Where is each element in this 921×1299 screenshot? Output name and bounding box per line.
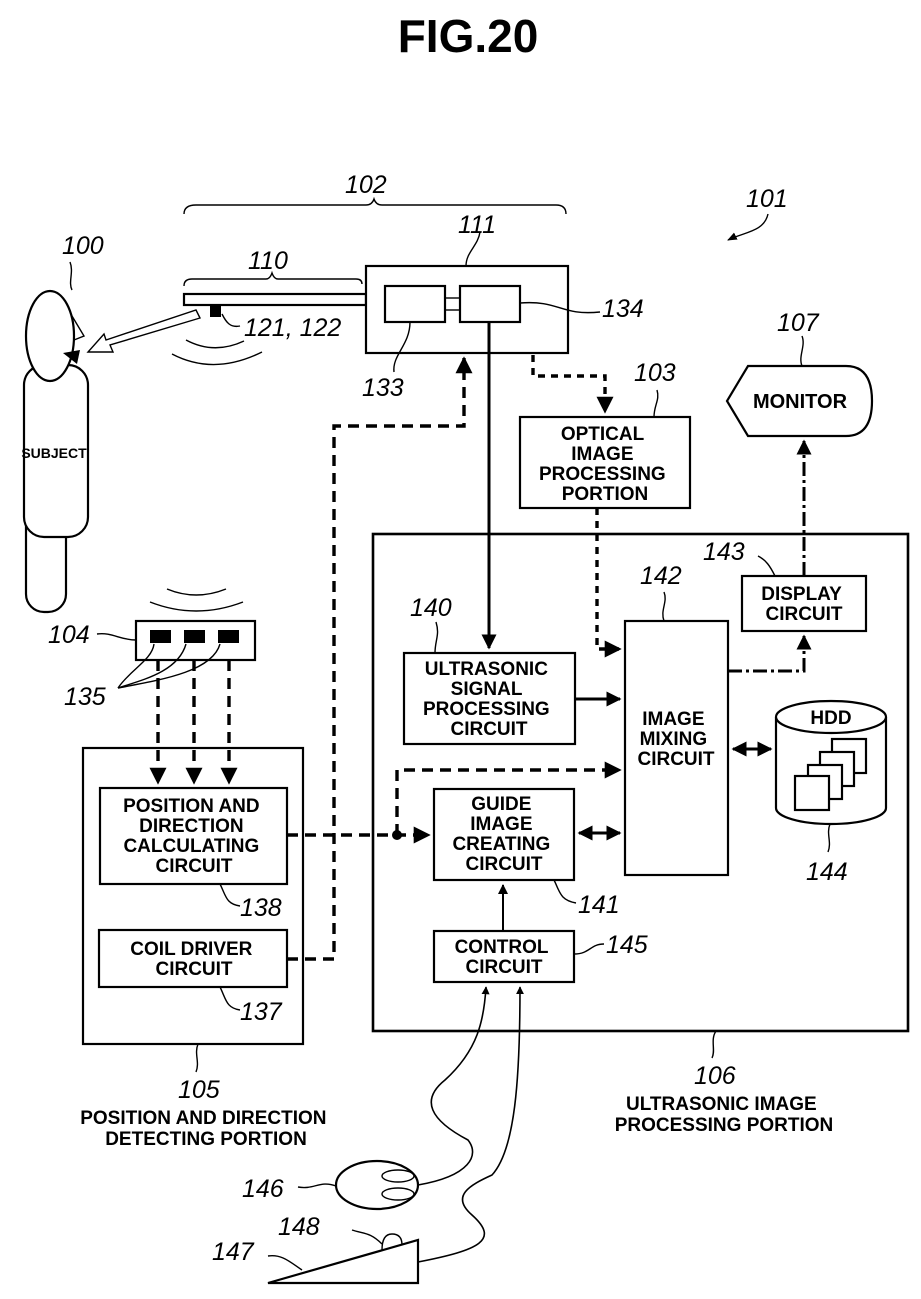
portion-106-label: ULTRASONIC IMAGE PROCESSING PORTION <box>615 1094 834 1136</box>
hdd-image-1 <box>795 776 829 810</box>
endoscope-assembly: 102 110 121, 122 111 134 133 <box>88 171 644 402</box>
leader-105 <box>196 1044 198 1072</box>
display-label: DISPLAY CIRCUIT <box>761 584 847 625</box>
box-134 <box>460 286 520 322</box>
leader-121 <box>222 314 240 326</box>
leader-148 <box>352 1230 382 1244</box>
ref-144: 144 <box>806 858 848 886</box>
ref-133: 133 <box>362 374 404 402</box>
ref-104: 104 <box>48 621 90 649</box>
leader-103 <box>654 390 658 417</box>
portion-105-label: POSITION AND DIRECTION DETECTING PORTION <box>80 1108 332 1150</box>
ref-138: 138 <box>240 894 282 922</box>
ref-110: 110 <box>248 247 288 275</box>
ref-145: 145 <box>606 931 648 959</box>
transducer-element <box>210 306 221 317</box>
ref-140: 140 <box>410 594 452 622</box>
magnetic-wave-1 <box>167 589 226 595</box>
ref-121-122: 121, 122 <box>244 314 341 342</box>
ultrasound-wave-2 <box>172 352 262 365</box>
leader-106 <box>712 1031 716 1058</box>
magnetic-wave-2 <box>150 602 243 611</box>
ref-102: 102 <box>345 171 387 199</box>
optical-image-processing-portion: OPTICAL IMAGE PROCESSING PORTION 103 <box>520 359 690 508</box>
ref-141: 141 <box>578 891 620 919</box>
ref-103: 103 <box>634 359 676 387</box>
coil-1 <box>150 630 171 643</box>
hdd-label: HDD <box>810 708 851 729</box>
control-label: CONTROL CIRCUIT <box>455 937 554 978</box>
ref-142: 142 <box>640 562 682 590</box>
ref-101: 101 <box>746 185 788 213</box>
image-mixing-label: IMAGE MIXING CIRCUIT <box>637 709 714 770</box>
monitor-label: MONITOR <box>753 391 848 413</box>
ref-148: 148 <box>278 1213 320 1241</box>
ultrasound-wave-1 <box>186 340 244 348</box>
leader-146 <box>298 1184 336 1188</box>
leader-107 <box>801 336 803 366</box>
subject-label: SUBJECT <box>21 445 87 461</box>
ref-111: 111 <box>458 211 496 239</box>
position-direction-detecting-portion: POSITION AND DIRECTION CALCULATING CIRCU… <box>80 748 332 1150</box>
subject-head <box>26 291 74 381</box>
figure-title: FIG.20 <box>398 10 539 62</box>
ref-106: 106 <box>694 1062 736 1090</box>
box-133 <box>385 286 445 322</box>
brace-102 <box>184 199 566 214</box>
mouse-body <box>336 1161 418 1209</box>
ref-134: 134 <box>602 295 644 323</box>
transmitting-antenna: 104 135 <box>48 589 255 711</box>
ref-137: 137 <box>240 998 283 1026</box>
leader-104 <box>97 634 136 640</box>
ref-143: 143 <box>703 538 745 566</box>
insertion-tube <box>184 294 366 305</box>
ref-100: 100 <box>62 232 104 260</box>
scan-direction-arrow <box>88 310 200 352</box>
monitor: MONITOR 107 <box>727 309 872 436</box>
leader-100 <box>70 262 72 290</box>
signal-optical-path <box>533 355 605 412</box>
coil-3 <box>218 630 239 643</box>
ref-135: 135 <box>64 683 106 711</box>
system-ref: 101 <box>728 185 788 240</box>
system-arrow <box>728 214 768 240</box>
coil-2 <box>184 630 205 643</box>
subject-figure: SUBJECT 100 <box>21 232 103 612</box>
ref-105: 105 <box>178 1076 220 1104</box>
ref-107: 107 <box>777 309 820 337</box>
ref-146: 146 <box>242 1175 284 1203</box>
ref-147: 147 <box>212 1238 255 1266</box>
leader-147 <box>268 1256 302 1270</box>
